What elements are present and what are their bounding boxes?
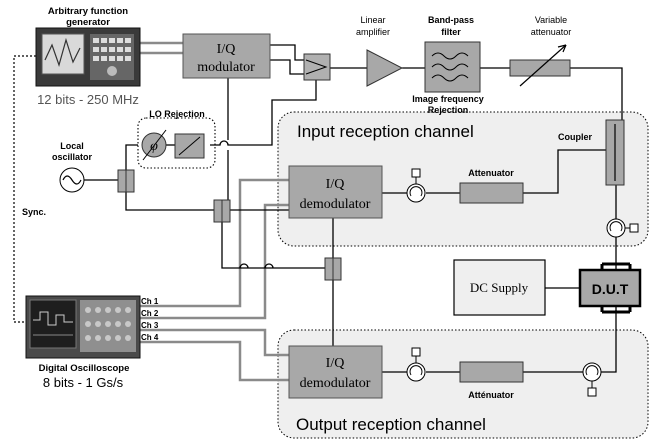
- output-attenuator-block: [460, 362, 523, 382]
- sync-label: Sync.: [22, 207, 46, 217]
- linear-amp-label-line2: amplifier: [356, 27, 390, 37]
- variable-attenuator: [510, 45, 570, 86]
- local-osc-label-line1: Local: [60, 141, 84, 151]
- scope-spec: 8 bits - 1 Gs/s: [43, 375, 124, 390]
- output-reception-channel-label: Output reception channel: [296, 415, 486, 434]
- afg-title-line2: generator: [66, 17, 110, 28]
- afg-spec: 12 bits - 250 MHz: [37, 92, 139, 107]
- phase-shifter: φ: [142, 130, 166, 160]
- scope-ch1-label: Ch 1: [141, 297, 159, 306]
- band-pass-filter: [425, 42, 480, 92]
- digital-oscilloscope: [26, 296, 140, 358]
- output-demod-label-line2: demodulator: [300, 376, 371, 391]
- scope-ch2-label: Ch 2: [141, 309, 159, 318]
- var-att-label-line1: Variable: [535, 15, 567, 25]
- input-attenuator-block: [460, 183, 523, 203]
- var-att-label-line2: attenuator: [531, 27, 572, 37]
- combiner: [304, 54, 330, 80]
- linear-amplifier-triangle: [367, 50, 402, 86]
- input-attenuator-label: Attenuator: [468, 168, 514, 178]
- linear-amp-label-line1: Linear: [360, 15, 385, 25]
- input-demod-label-line1: I/Q: [326, 177, 345, 192]
- scope-ch4-label: Ch 4: [141, 333, 159, 342]
- iq-modulator-label-line1: I/Q: [217, 42, 236, 57]
- bpf-label-line2: filter: [441, 27, 461, 37]
- dut-label: D.U.T: [592, 281, 629, 297]
- arbitrary-function-generator: [36, 28, 140, 86]
- lo-rejection-label: LO Rejection: [149, 109, 205, 119]
- image-rejection-label-line1: Image frequency: [412, 94, 484, 104]
- iq-modulator-label-line2: modulator: [197, 60, 255, 75]
- local-oscillator: [60, 168, 84, 192]
- input-reception-channel-label: Input reception channel: [297, 122, 474, 141]
- afg-title-line1: Arbitrary function: [48, 6, 128, 17]
- coupler-label: Coupler: [558, 132, 592, 142]
- output-demod-label-line1: I/Q: [326, 356, 345, 371]
- scope-ch3-label: Ch 3: [141, 321, 159, 330]
- scope-title: Digital Oscilloscope: [39, 363, 130, 374]
- image-rejection-label-line2: Rejection: [428, 105, 469, 115]
- local-osc-label-line2: oscillator: [52, 152, 93, 162]
- output-attenuator-label: Atténuator: [468, 390, 514, 400]
- input-demod-label-line2: demodulator: [300, 197, 371, 212]
- bpf-label-line1: Band-pass: [428, 15, 474, 25]
- lo-variable-attenuator: [175, 134, 204, 158]
- dc-supply-label: DC Supply: [470, 280, 529, 295]
